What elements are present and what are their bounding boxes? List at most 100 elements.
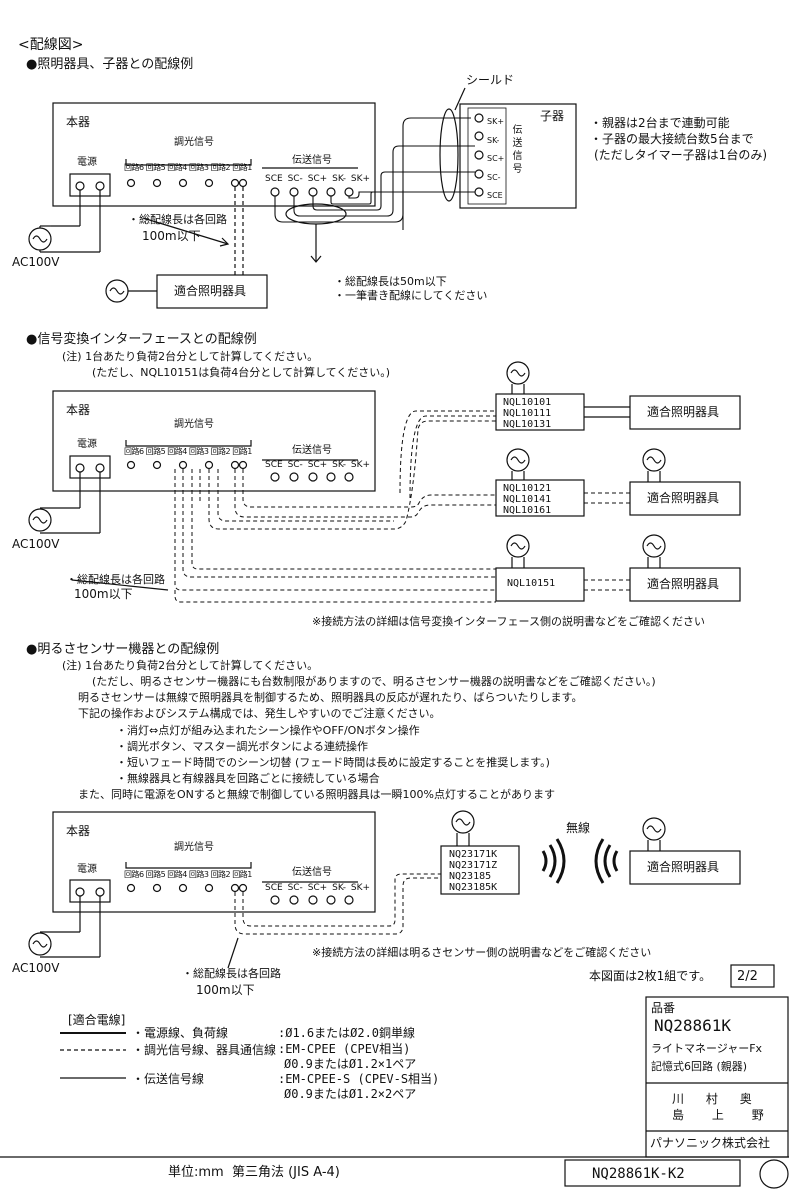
fixture-box-3 [629, 850, 741, 885]
fixture-label-2c: 適合照明器具 [647, 577, 720, 591]
transmission-terminals-1 [270, 187, 354, 197]
fixture-label-2a: 適合照明器具 [647, 405, 720, 419]
power-terminal-block-1 [69, 173, 111, 197]
circuit-labels: 回路6 回路5 回路4 回路3 回路2 回路1 [124, 164, 252, 172]
power-label-2: 電源 [77, 439, 97, 450]
stamp-circle [759, 1159, 789, 1189]
signatures-row2: 島 上 野 [672, 1108, 764, 1122]
cable2-spec: :EM-CPEE (CPEV相当) [278, 1042, 411, 1056]
fixture-label-1: 適合照明器具 [174, 284, 247, 298]
sub-terminal-labels: SK+ SK- SC+ SC- SCE [487, 117, 505, 201]
part-number: NQ28861K [654, 1016, 732, 1035]
circuit4-label: 回路4 [167, 163, 187, 172]
cable2-spec2: Ø0.9またはØ1.2×1ペア [284, 1057, 417, 1071]
main-unit-box-1 [52, 102, 376, 207]
note-2: ・子器の最大接続台数5台まで [590, 132, 754, 146]
dimming-label-3: 調光信号 [174, 842, 214, 853]
section3-line5: ・消灯⇔点灯が組み込まれたシーン操作やOFF/ONボタン操作 [116, 724, 420, 737]
transmission-label-2: 伝送信号 [292, 445, 332, 456]
wire-note-3a: ・総配線長は各回路 [182, 967, 281, 980]
interface-label-2: NQL10121 NQL10141 NQL10161 [503, 483, 552, 516]
unit-note: 単位:mm 第三角法 (JIS A-4) [168, 1165, 340, 1180]
signatures-row1: 川 村 奥 [672, 1092, 752, 1106]
section2-note2: (ただし、NQL10151は負荷4台分として計算してください。) [92, 366, 391, 379]
interface-label-3: NQL10151 [507, 578, 556, 589]
circuit3-label: 回路3 [188, 163, 209, 172]
part-label: 品番 [651, 1001, 676, 1015]
company-name: パナソニック株式会社 [650, 1136, 771, 1150]
section2-note1: (注) 1台あたり負荷2台分として計算してください。 [62, 350, 319, 363]
note-1: ・親器は2台まで連動可能 [590, 116, 730, 130]
sub-signal-label: 伝送信号 [510, 124, 521, 176]
wire-note-1b: 100m以下 [142, 229, 201, 243]
wire-note-2a: ・総配線長は各回路 [66, 573, 165, 586]
section3-line7: ・短いフェード時間でのシーン切替 (フェード時間は長めに設定することを推奨します… [116, 756, 550, 769]
dimming-label-2: 調光信号 [174, 419, 214, 430]
sub-unit-label: 子器 [540, 109, 565, 123]
section2-footnote: ※接続方法の詳細は信号変換インターフェース側の説明書などをご確認ください [312, 615, 706, 628]
wireless-label: 無線 [566, 821, 591, 835]
power-label: 電源 [77, 157, 97, 168]
wireless-waves-right [594, 838, 619, 884]
main-unit-label-2: 本器 [66, 403, 91, 417]
note-3: (ただしタイマー子器は1台のみ) [594, 148, 767, 162]
power-label-3: 電源 [77, 864, 97, 875]
cable-legend-title: [適合電線] [68, 1013, 126, 1027]
shield-ellipse [439, 108, 459, 202]
cable3-label: ・伝送信号線 [132, 1072, 205, 1086]
section3-line2: (ただし、明るさセンサー機器にも台数制限がありますので、明るさセンサー機器の説明… [92, 675, 656, 688]
trans-note-2: ・一筆書き配線にしてください [334, 289, 488, 302]
circuit2-label: 回路2 [210, 163, 231, 172]
cable1-spec: :Ø1.6またはØ2.0銅単線 [278, 1026, 416, 1040]
section3-line4: 下記の操作およびシステム構成では、発生しやすいのでご注意ください。 [78, 707, 441, 720]
shield-label: シールド [466, 73, 515, 87]
circuit1-label: 回路1 [232, 163, 252, 172]
cable2-label: ・調光信号線、器具通信線 [132, 1043, 277, 1057]
ac-label-3: AC100V [12, 961, 60, 975]
section2-heading: ●信号変換インターフェースとの配線例 [26, 332, 257, 347]
sensor-label: NQ23171K NQ23171Z NQ23185 NQ23185K [449, 849, 498, 893]
wireless-waves-left [541, 838, 566, 884]
page-title: <配線図> [18, 37, 84, 53]
circuit5-label: 回路5 [145, 163, 166, 172]
section3-heading: ●明るさセンサー機器との配線例 [26, 642, 220, 657]
ac-label-1: AC100V [12, 255, 60, 269]
ac-label-2: AC100V [12, 537, 60, 551]
transmission-label: 伝送信号 [292, 155, 332, 166]
sheet-number: 2/2 [737, 969, 758, 984]
sensor-box [440, 845, 520, 895]
dimming-label: 調光信号 [174, 137, 214, 148]
cable3-spec2: Ø0.9またはØ1.2×2ペア [284, 1087, 417, 1101]
main-unit-label: 本器 [66, 115, 91, 129]
drawing-no-box [564, 1159, 741, 1187]
wire-note-1a: ・総配線長は各回路 [128, 213, 227, 226]
trans-note-1: ・総配線長は50m以下 [334, 275, 447, 288]
interface-label-1: NQL10101 NQL10111 NQL10131 [503, 397, 552, 430]
cable3-spec: :EM-CPEE-S (CPEV-S相当) [278, 1072, 440, 1086]
sheet-note: 本図面は2枚1組です。 [589, 969, 712, 983]
product-line2: 記憶式6回路 (親器) [651, 1060, 748, 1073]
section3-line6: ・調光ボタン、マスター調光ボタンによる連続操作 [116, 740, 369, 753]
main-unit-box-2 [52, 390, 376, 492]
cable1-label: ・電源線、負荷線 [132, 1026, 229, 1040]
section1-heading: ●照明器具、子器との配線例 [26, 57, 194, 72]
interface-box-2 [495, 479, 585, 517]
sub-unit-box [459, 103, 577, 209]
fixture-label-2b: 適合照明器具 [647, 491, 720, 505]
drawing-number: NQ28861K-K2 [592, 1166, 685, 1182]
product-line1: ライトマネージャーFx [651, 1042, 763, 1055]
circuit-terminals-1 [126, 178, 248, 188]
terminal-labels-1: SCE SC- SC+ SK- SK+ [265, 174, 371, 184]
interface-box-1 [495, 393, 585, 431]
circuit6-label: 回路6 [124, 163, 144, 172]
fixture-label-3: 適合照明器具 [647, 860, 720, 874]
main-unit-box-3 [52, 811, 376, 913]
interface-box-3 [495, 567, 585, 602]
fixture-box-2b [629, 481, 741, 516]
section3-line3: 明るさセンサーは無線で照明器具を制御するため、照明器具の反応が遅れたり、ばらつい… [78, 691, 583, 704]
main-unit-label-3: 本器 [66, 824, 91, 838]
fixture-box-2c [629, 567, 741, 602]
wire-note-2b: 100m以下 [74, 587, 133, 601]
section3-line8: ・無線器具と有線器具を回路ごとに接続している場合 [116, 772, 380, 785]
